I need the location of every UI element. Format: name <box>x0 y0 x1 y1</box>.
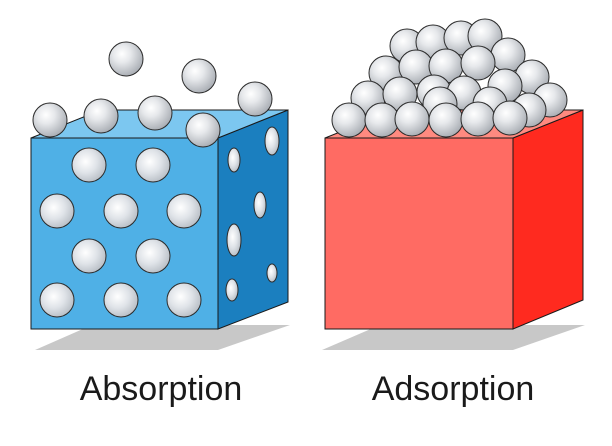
absorption-front-molecules <box>39 147 202 318</box>
sphere-icon <box>166 193 202 229</box>
adsorption-surface-molecules <box>331 18 568 138</box>
adsorption-cube-side <box>512 109 584 330</box>
sphere-icon <box>364 102 400 138</box>
sphere-icon <box>71 238 107 274</box>
sphere-icon <box>103 282 139 318</box>
sphere-icon <box>264 126 280 156</box>
adsorption-cube <box>322 18 585 350</box>
absorption-shadow <box>35 325 290 350</box>
adsorption-cube-front <box>324 137 514 330</box>
sphere-icon <box>492 100 528 136</box>
sphere-icon <box>71 147 107 183</box>
sphere-icon <box>135 238 171 274</box>
sphere-icon <box>460 45 496 81</box>
sphere-icon <box>428 102 464 138</box>
sphere-icon <box>32 102 68 138</box>
adsorption-label: Adsorption <box>371 370 535 408</box>
sphere-icon <box>266 263 278 283</box>
sphere-icon <box>227 147 241 173</box>
adsorption-shadow <box>322 325 585 350</box>
absorption-label: Absorption <box>79 370 243 408</box>
sphere-icon <box>237 81 273 117</box>
sphere-icon <box>181 58 217 94</box>
sphere-icon <box>137 95 173 131</box>
sphere-icon <box>460 101 496 137</box>
sphere-icon <box>253 191 267 219</box>
sphere-icon <box>394 101 430 137</box>
sphere-icon <box>226 223 242 257</box>
sphere-icon <box>39 193 75 229</box>
sphere-icon <box>108 41 144 77</box>
absorption-side-molecules <box>225 126 280 302</box>
sphere-icon <box>83 98 119 134</box>
sphere-icon <box>103 193 139 229</box>
absorption-floating-molecules <box>32 41 273 148</box>
sphere-icon <box>39 282 75 318</box>
sphere-icon <box>185 112 221 148</box>
sphere-icon <box>135 147 171 183</box>
sphere-icon <box>166 282 202 318</box>
sphere-icon <box>225 278 239 302</box>
absorption-cube <box>30 41 290 350</box>
sphere-icon <box>331 102 367 138</box>
